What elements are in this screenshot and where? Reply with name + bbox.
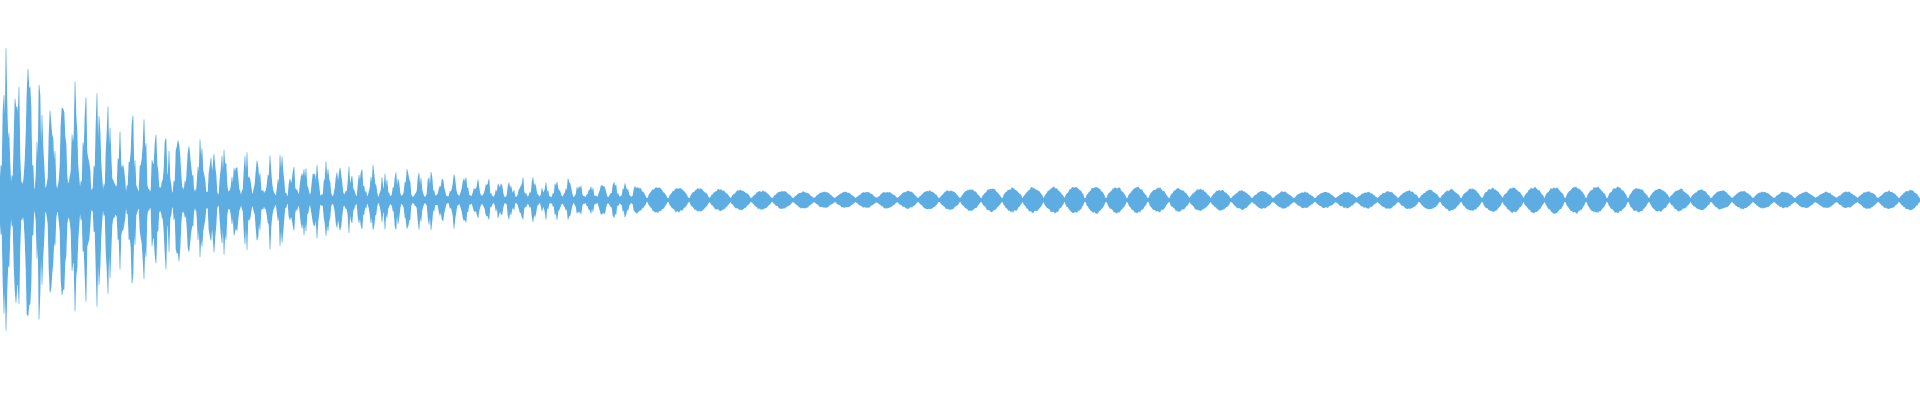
waveform-path [0,48,1920,332]
